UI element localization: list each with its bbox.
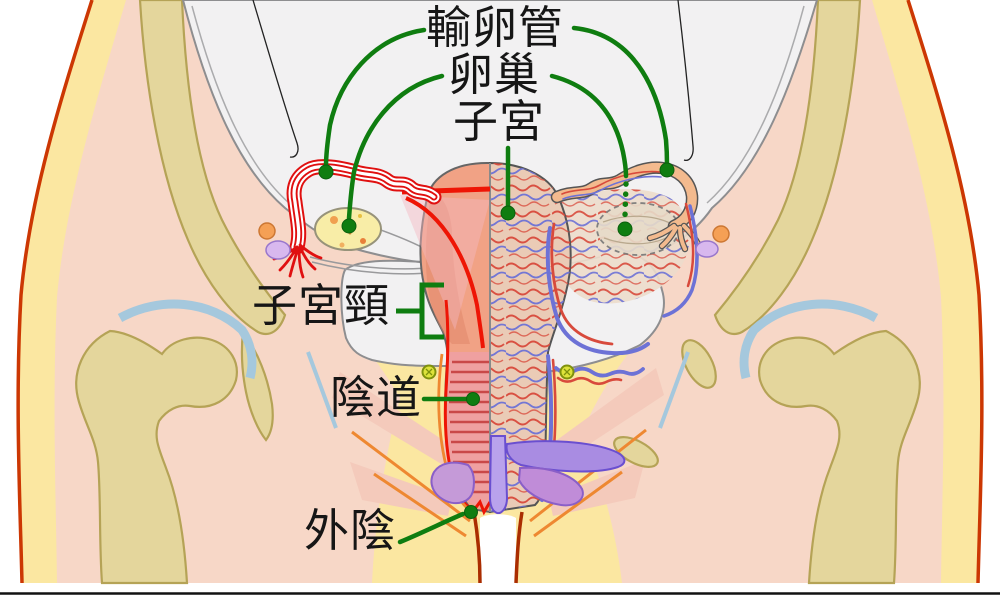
clitoral-crus [505, 440, 626, 473]
left-ligament-line [306, 351, 338, 429]
right-fimbriae [646, 222, 702, 253]
vulva-structures [351, 353, 647, 584]
leader-fallopian-right [571, 25, 670, 167]
peritoneum-line-left [191, 5, 290, 204]
right-vestibular-bulb [517, 466, 584, 507]
left-hip-cartilage [117, 299, 257, 380]
label-fallopian-tube: 輸卵管 [426, 2, 565, 53]
right-ischium-bone [681, 339, 717, 389]
right-ligament-line [658, 351, 690, 429]
body-outline-left [16, 0, 94, 584]
labial-fold-lines [472, 511, 524, 584]
label-cervix: 子宮頸 [252, 280, 391, 331]
right-ovary-texture [602, 215, 673, 245]
left-ilium-bone [138, 0, 287, 336]
right-fallopian-tube [550, 161, 702, 253]
skeleton [75, 0, 921, 585]
left-femur-bone [75, 329, 238, 585]
right-broad-ligament [556, 189, 690, 304]
left-artery-section [258, 222, 276, 240]
broad-ligament-left-sheen [400, 195, 490, 330]
right-vein-section [695, 240, 719, 258]
leader-vulva [397, 511, 466, 545]
label-vulva: 外陰 [304, 505, 397, 556]
urethra-erectile-strip [488, 435, 509, 515]
leader-lines [318, 25, 675, 545]
right-ilium-bone [713, 0, 862, 336]
right-femur-bone [758, 329, 921, 585]
left-vestibular-bulb [430, 461, 475, 505]
body-outline-right [906, 0, 984, 584]
leader-dots [318, 162, 675, 519]
right-artery-section [712, 225, 730, 243]
leader-ovary-left [346, 73, 445, 221]
label-ovary: 卵巢 [448, 49, 541, 100]
cervix-bracket [396, 282, 444, 340]
tube-artery [561, 170, 661, 195]
left-fimbriae [272, 243, 323, 279]
lymph-nodes [421, 364, 575, 380]
label-vagina: 陰道 [330, 372, 423, 423]
tube-vein [562, 175, 662, 200]
label-uterus: 子宮 [453, 96, 546, 147]
peritoneum-line-right [706, 5, 805, 204]
leader-fallopian-left [323, 27, 427, 169]
leader-ovary-right [549, 73, 629, 179]
crotch-gap [480, 514, 516, 583]
left-vein-section [265, 240, 291, 260]
right-hip-cartilage [739, 299, 879, 380]
vessel-cross-sections [258, 222, 730, 260]
uterus-inner-shading [425, 196, 470, 344]
thin-pointer-lines [252, 0, 694, 161]
